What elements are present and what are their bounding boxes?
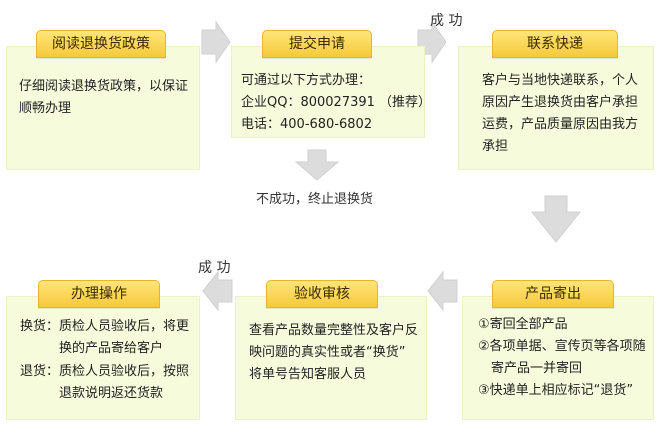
step-contact-courier-box	[458, 46, 654, 170]
step-ship-product-line-1: ①寄回全部产品	[478, 317, 568, 332]
arrow-down-main	[530, 195, 582, 243]
step-inspect-title: 验收审核	[266, 280, 378, 308]
label-success-bottom: 成 功	[198, 260, 231, 276]
step-read-policy-title: 阅读退换货政策	[36, 30, 166, 58]
step-ship-product-line-4: ③快递单上相应标记“退货”	[478, 383, 634, 398]
arrow-right-1	[201, 20, 231, 64]
step-contact-courier-line-2: 原因产生退换货由客户承担	[482, 95, 639, 110]
step-process-title: 办理操作	[38, 280, 160, 308]
step-contact-courier-line-3: 运费，产品质量原因由我方	[482, 117, 639, 132]
step-ship-product-line-2: ②各项单据、宣传页等各项随	[478, 339, 646, 354]
step-process-line-1: 换货：质检人员验收后，将更	[20, 319, 190, 334]
step-process-line-2: 换的产品寄给客户	[20, 341, 164, 356]
step-contact-courier-line-1: 客户与当地快递联系，个人	[482, 73, 639, 88]
step-ship-product-line-3: 寄产品一并寄回	[478, 361, 583, 376]
label-failure: 不成功，终止退换货	[256, 192, 374, 207]
label-success-top: 成 功	[430, 13, 463, 29]
step-read-policy-line-1: 仔细阅读退换货政策，以保证	[19, 79, 189, 94]
step-read-policy-line-2: 顺畅办理	[19, 101, 72, 116]
step-contact-courier-title: 联系快递	[492, 30, 618, 58]
step-inspect-box	[235, 296, 427, 420]
arrow-left-2	[202, 270, 233, 312]
step-ship-product-title: 产品寄出	[492, 280, 614, 308]
step-submit-line-2: 企业QQ：800027391 （推荐）	[241, 95, 432, 110]
step-submit-line-1: 可通过以下方式办理：	[241, 73, 372, 88]
step-contact-courier-line-4: 承担	[482, 139, 509, 154]
step-inspect-line-1: 查看产品数量完整性及客户反	[249, 323, 419, 338]
step-process-box	[6, 296, 200, 420]
step-ship-product-box	[462, 296, 654, 420]
step-submit-line-3: 电话：400-680-6802	[241, 117, 373, 132]
step-read-policy-box	[6, 46, 200, 170]
arrow-left-1	[427, 270, 458, 312]
step-submit-title: 提交申请	[262, 30, 372, 58]
arrow-down-failure	[294, 149, 340, 181]
step-process-line-4: 退款说明返还货款	[20, 386, 164, 401]
step-inspect-line-2: 映问题的真实性或者“换货”	[249, 345, 406, 360]
step-inspect-line-3: 将单号告知客服人员	[249, 367, 367, 382]
step-process-line-3: 退货：质检人员验收后，按照	[20, 364, 190, 379]
step-submit-box	[231, 46, 425, 138]
